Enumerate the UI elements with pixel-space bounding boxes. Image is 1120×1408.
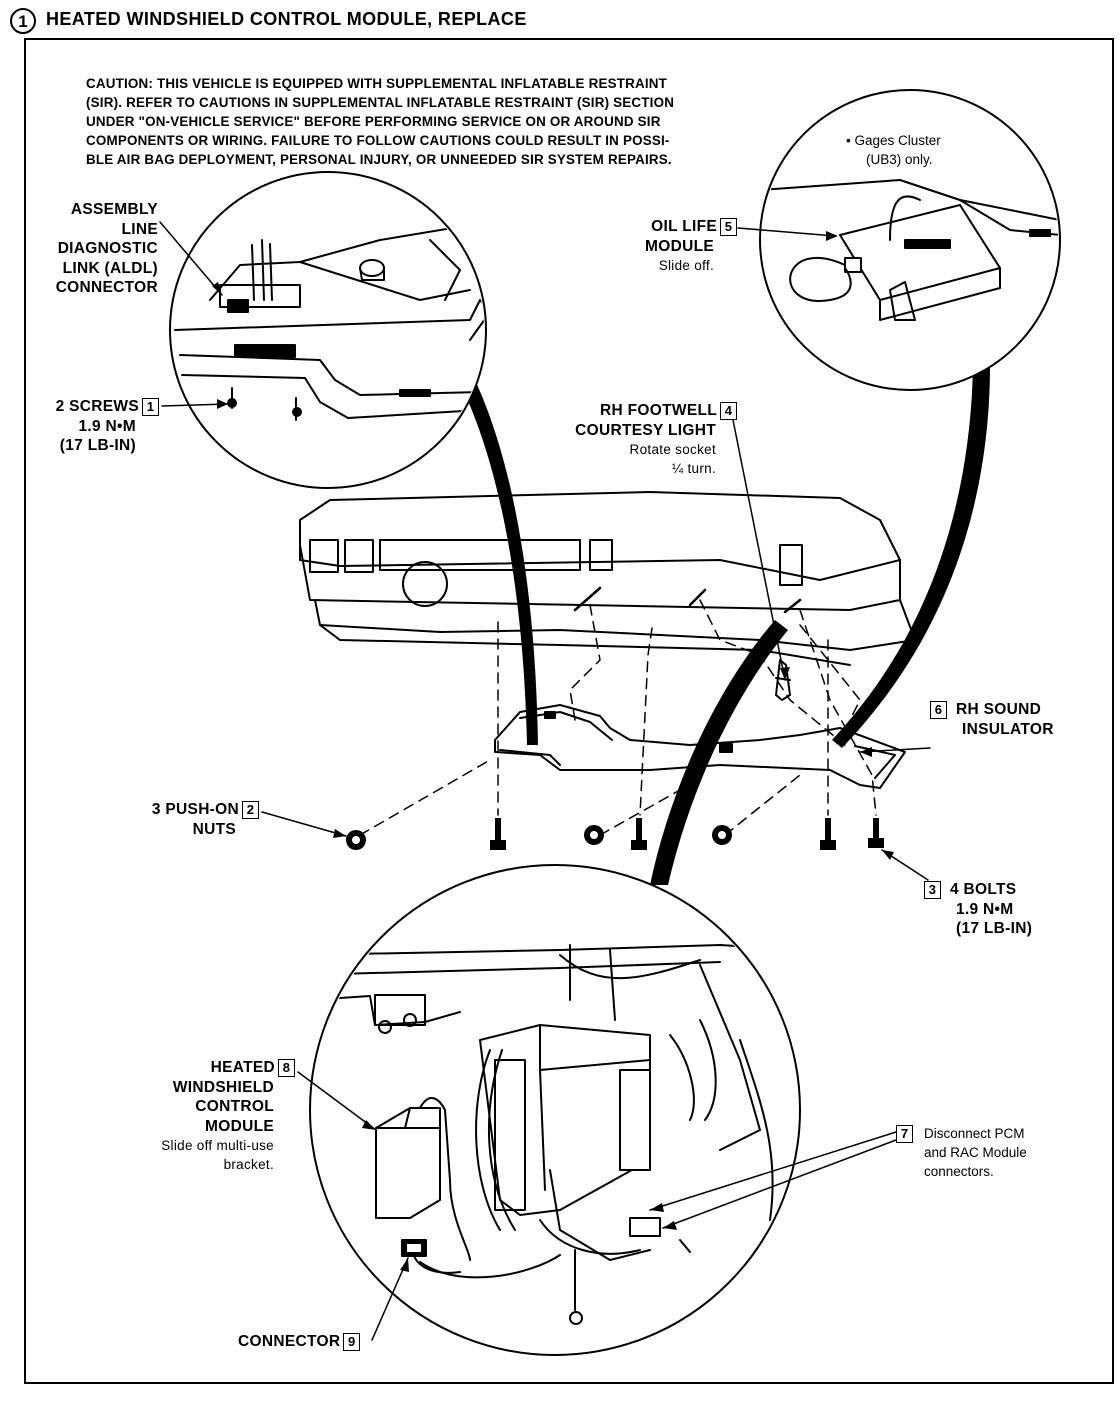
label-line: ASSEMBLY [70, 201, 158, 218]
connector-plug [401, 1239, 461, 1274]
label-line: OIL LIFE [651, 218, 717, 235]
bolts-callout: 3 4 BOLTS 1.9 N•M (17 LB-IN) [924, 880, 1032, 939]
note-line: • Gages Cluster [846, 133, 941, 148]
label-line: INSULATOR [962, 720, 1054, 738]
label-line: COURTESY LIGHT [575, 421, 716, 439]
label-line: DIAGNOSTIC [57, 240, 158, 257]
callout-number: 7 [896, 1125, 913, 1144]
caution-line: COMPONENTS OR WIRING. FAILURE TO FOLLOW … [86, 133, 670, 148]
callout-number: 8 [278, 1058, 295, 1077]
callout-number: 6 [930, 700, 947, 719]
note-line: bracket. [223, 1157, 274, 1172]
label-line: CONNECTOR [55, 279, 158, 296]
detail-leader-bands [452, 355, 990, 885]
courtesy-light-bulb [775, 659, 791, 701]
fasteners-row [346, 818, 884, 850]
bolts-torque-alt: (17 LB-IN) [956, 920, 1033, 937]
page-title: HEATED WINDSHIELD CONTROL MODULE, REPLAC… [46, 9, 527, 29]
label-line: NUTS [192, 820, 236, 838]
label-line: 3 PUSH-ON [151, 801, 239, 818]
callout-number: 4 [720, 401, 737, 420]
bolts-torque: 1.9 N•M [956, 900, 1014, 918]
sound-insulator-callout: 6 RH SOUND INSULATOR [930, 700, 1054, 739]
label-line: WINDSHIELD [172, 1078, 274, 1096]
note-line: and RAC Module [924, 1145, 1027, 1161]
bolts-label: 4 BOLTS [950, 881, 1017, 898]
heated-windshield-control-module [375, 1097, 471, 1261]
screws-label: 2 SCREWS [55, 398, 139, 415]
arrowheads [212, 231, 894, 1272]
callout-number: 1 [142, 397, 159, 416]
label-line: CONTROL [195, 1098, 274, 1115]
callout-number: 5 [720, 217, 737, 236]
label-line: MODULE [205, 1117, 274, 1135]
note-line: Rotate socket [629, 442, 716, 457]
screws-torque: 1.9 N•M [78, 417, 136, 435]
callout-number: 9 [343, 1332, 361, 1351]
oil-life-detail-circle [759, 89, 1061, 391]
diagram-frame [24, 38, 1114, 1384]
caution-line: CAUTION: THIS VEHICLE IS EQUIPPED WITH S… [86, 76, 668, 91]
label-line: RH FOOTWELL [600, 402, 717, 419]
label-line: LINK (ALDL) [62, 259, 158, 277]
caution-line: UNDER "ON-VEHICLE SERVICE" BEFORE PERFOR… [86, 114, 661, 129]
label-line: LINE [121, 220, 158, 238]
note-line: Slide off multi-use [161, 1138, 274, 1153]
gages-cluster-note: • Gages Cluster (UB3) only. [846, 131, 941, 169]
sound-insulator [494, 704, 906, 789]
caution-line: (SIR). REFER TO CAUTIONS IN SUPPLEMENTAL… [86, 95, 675, 110]
connector-label: CONNECTOR [238, 1333, 341, 1350]
screws-torque-alt: (17 LB-IN) [59, 437, 136, 454]
callout-number: 2 [242, 800, 259, 819]
note-line: connectors. [924, 1164, 994, 1180]
callout-number: 3 [924, 880, 941, 899]
note-line: Slide off. [658, 258, 714, 273]
pcm-rac-connectors-callout: 7 Disconnect PCM and RAC Module connector… [896, 1124, 1027, 1181]
callout-leaders [159, 221, 931, 1341]
label-line: HEATED [210, 1059, 275, 1076]
module-detail-circle [309, 864, 801, 1356]
step-number-circle: 1 [10, 8, 36, 34]
aldl-connector-label: ASSEMBLY LINE DIAGNOSTIC LINK (ALDL) CON… [30, 200, 158, 298]
fastener-dashed-paths [359, 599, 877, 836]
note-line: ¼ turn. [671, 461, 716, 476]
label-line: MODULE [645, 237, 714, 255]
caution-text: CAUTION: THIS VEHICLE IS EQUIPPED WITH S… [86, 74, 674, 169]
label-line: RH SOUND [956, 701, 1042, 718]
note-line: (UB3) only. [866, 152, 933, 167]
note-line: Disconnect PCM [924, 1126, 1025, 1141]
aldl-detail-circle [169, 171, 487, 489]
instrument-panel [299, 491, 916, 666]
caution-line: BLE AIR BAG DEPLOYMENT, PERSONAL INJURY,… [86, 152, 672, 167]
